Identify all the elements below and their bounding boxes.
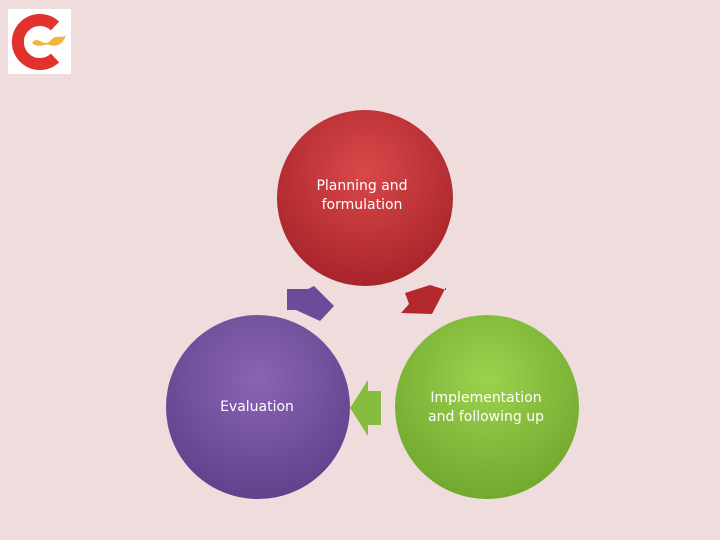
arrow-right-down-icon [401, 285, 446, 314]
logo [8, 9, 71, 74]
implementation-node [395, 315, 579, 499]
planning-label: Planning and formulation [316, 178, 408, 213]
evaluation-node [166, 315, 350, 499]
implementation-label: Implementation and following up [428, 390, 544, 425]
arrow-up-right-icon [287, 286, 334, 321]
evaluation-label: Evaluation [220, 399, 294, 415]
planning-node [277, 110, 453, 286]
c-logo-icon [11, 14, 66, 70]
arrow-left-icon [350, 380, 381, 436]
